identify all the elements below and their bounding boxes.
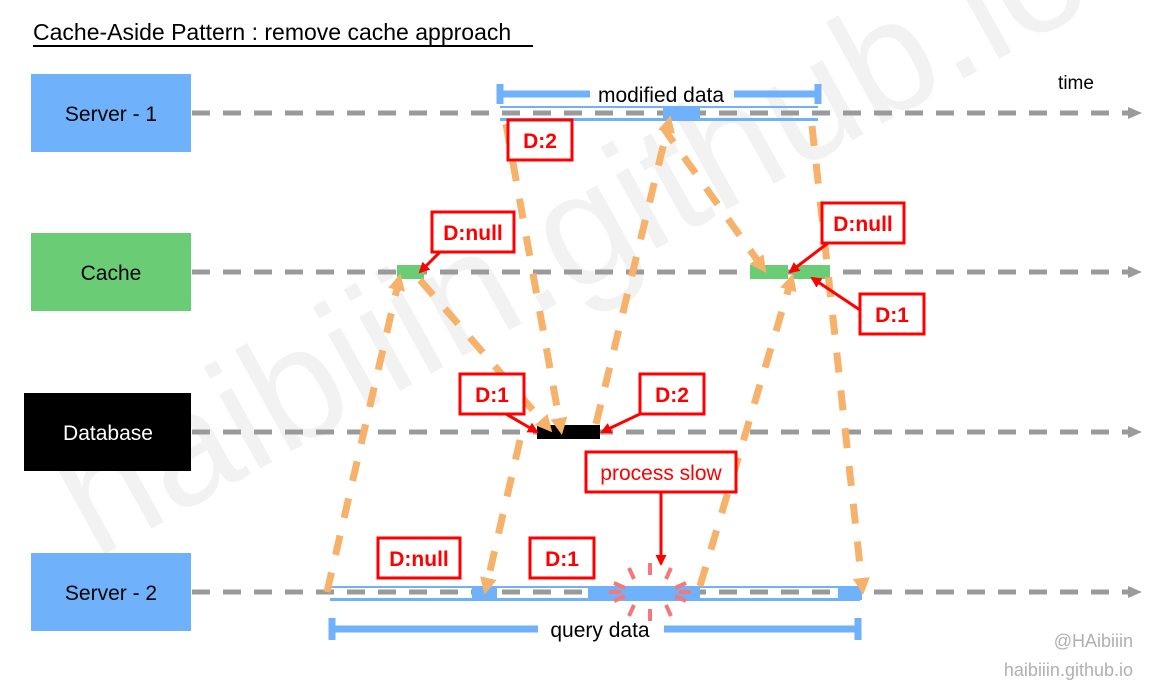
burst-ray-10: [613, 581, 626, 590]
leader-dnull-cache-left: [418, 250, 442, 274]
arrow-msg-db-read-1: [480, 439, 524, 595]
tag-process-slow-label: process slow: [600, 462, 722, 485]
arrow-msg-db-write: [502, 123, 568, 435]
tag-d2-server1-label: D:2: [523, 130, 557, 153]
leader-d2-database: [600, 412, 641, 434]
tag-d1-database-label: D:1: [475, 384, 509, 407]
message-arrows: [323, 115, 870, 595]
tag-d1-database: D:1: [458, 372, 526, 416]
lane-label-database[interactable]: Database: [24, 393, 191, 471]
lane-box-cache[interactable]: [31, 233, 191, 311]
leader-d1-database: [505, 412, 539, 434]
burst-ray-2: [674, 581, 687, 590]
segment-cache-d1-right: [793, 265, 830, 279]
lane-label-cache-text: Cache: [81, 262, 142, 285]
bracket-modified-data: modified data: [496, 84, 822, 107]
tag-dnull-cache-right-label: D:null: [833, 213, 892, 236]
annotation-boxes: D:2 D:null D:null D:1 D:1 D:2: [376, 118, 926, 580]
segment-db-write-block: [537, 425, 600, 439]
timelines: [192, 107, 1142, 598]
lane-segments-database: [537, 425, 600, 439]
lane-label-server-1[interactable]: Server - 1: [31, 74, 191, 152]
burst-ray-11: [627, 567, 636, 580]
page-title-group: Cache-Aside Pattern : remove cache appro…: [33, 19, 533, 47]
arrow-msg-cache-invalidate: [659, 123, 767, 273]
lane-label-server-1-text: Server - 1: [65, 103, 157, 126]
tag-dnull-cache-right-box: [820, 201, 906, 245]
tag-dnull-server2-label: D:null: [389, 548, 448, 571]
lane-label-cache[interactable]: Cache: [31, 233, 191, 311]
time-axis-label: time: [1058, 73, 1094, 94]
lane-label-server-2-text: Server - 2: [65, 582, 157, 605]
leader-dnull-cache-right: [788, 241, 829, 274]
annotation-leaders: [418, 241, 861, 566]
arrow-msg-db-ack: [592, 115, 675, 425]
tag-process-slow-box: [584, 450, 738, 494]
tag-d2-server1-box: [506, 118, 574, 162]
bracket-query-data: query data: [328, 618, 862, 642]
tag-process-slow: process slow: [584, 450, 738, 494]
segment-block-slow-server2: [588, 586, 700, 600]
tag-d1-server2-label: D:1: [545, 548, 579, 571]
segment-active-band-server1-top: [500, 106, 818, 108]
segment-block-end-server2: [838, 586, 862, 600]
lane-label-server-2[interactable]: Server - 2: [31, 553, 191, 631]
page-title: Cache-Aside Pattern : remove cache appro…: [33, 19, 511, 45]
tag-d1-server2: D:1: [528, 536, 596, 580]
segment-cache-null-left: [397, 265, 424, 279]
credit-site: haibiiin.github.io: [1004, 660, 1133, 680]
process-slow-burst: [609, 563, 691, 621]
lane-label-database-text: Database: [63, 422, 153, 445]
arrow-msg-cache-write-stale: [696, 273, 797, 587]
tag-d1-cache-right: D:1: [858, 292, 926, 336]
burst-ray-7: [627, 604, 636, 617]
bracket-modified-data-label: modified data: [598, 84, 724, 107]
tag-d2-server1: D:2: [506, 118, 574, 162]
tag-d1-cache-right-label: D:1: [875, 304, 909, 327]
tag-dnull-server2: D:null: [376, 536, 462, 580]
segment-busy-block-server1: [663, 106, 700, 120]
lane-box-server-1[interactable]: [31, 74, 191, 152]
credit-block: @HAibiiin haibiiin.github.io: [1004, 631, 1133, 680]
lane-box-server-2[interactable]: [31, 553, 191, 631]
tag-d2-database-label: D:2: [655, 384, 689, 407]
arrow-msg-query-to-cache-1: [323, 273, 405, 593]
bracket-query-data-label: query data: [550, 619, 650, 642]
burst-ray-1: [664, 567, 673, 580]
tag-dnull-server2-box: [376, 536, 462, 580]
segment-cache-null-right: [750, 265, 788, 279]
burst-ray-8: [613, 594, 626, 603]
tag-dnull-cache-left-label: D:null: [443, 222, 502, 245]
credit-handle: @HAibiiin: [1054, 631, 1133, 651]
tag-dnull-cache-left-box: [430, 210, 516, 254]
arrow-msg-done-server2: [808, 125, 870, 595]
tag-d1-database-box: [458, 372, 526, 416]
lane-box-database[interactable]: [24, 393, 191, 471]
tag-dnull-cache-left: D:null: [430, 210, 516, 254]
tag-d2-database: D:2: [638, 372, 706, 416]
tag-dnull-cache-right: D:null: [820, 201, 906, 245]
leader-d1-cache-right: [810, 276, 861, 312]
tag-d2-database-box: [638, 372, 706, 416]
burst-ray-4: [674, 594, 687, 603]
burst-ray-5: [664, 604, 673, 617]
segment-block-miss-server2: [472, 586, 497, 600]
tag-d1-cache-right-box: [858, 292, 926, 336]
tag-d1-server2-box: [528, 536, 596, 580]
